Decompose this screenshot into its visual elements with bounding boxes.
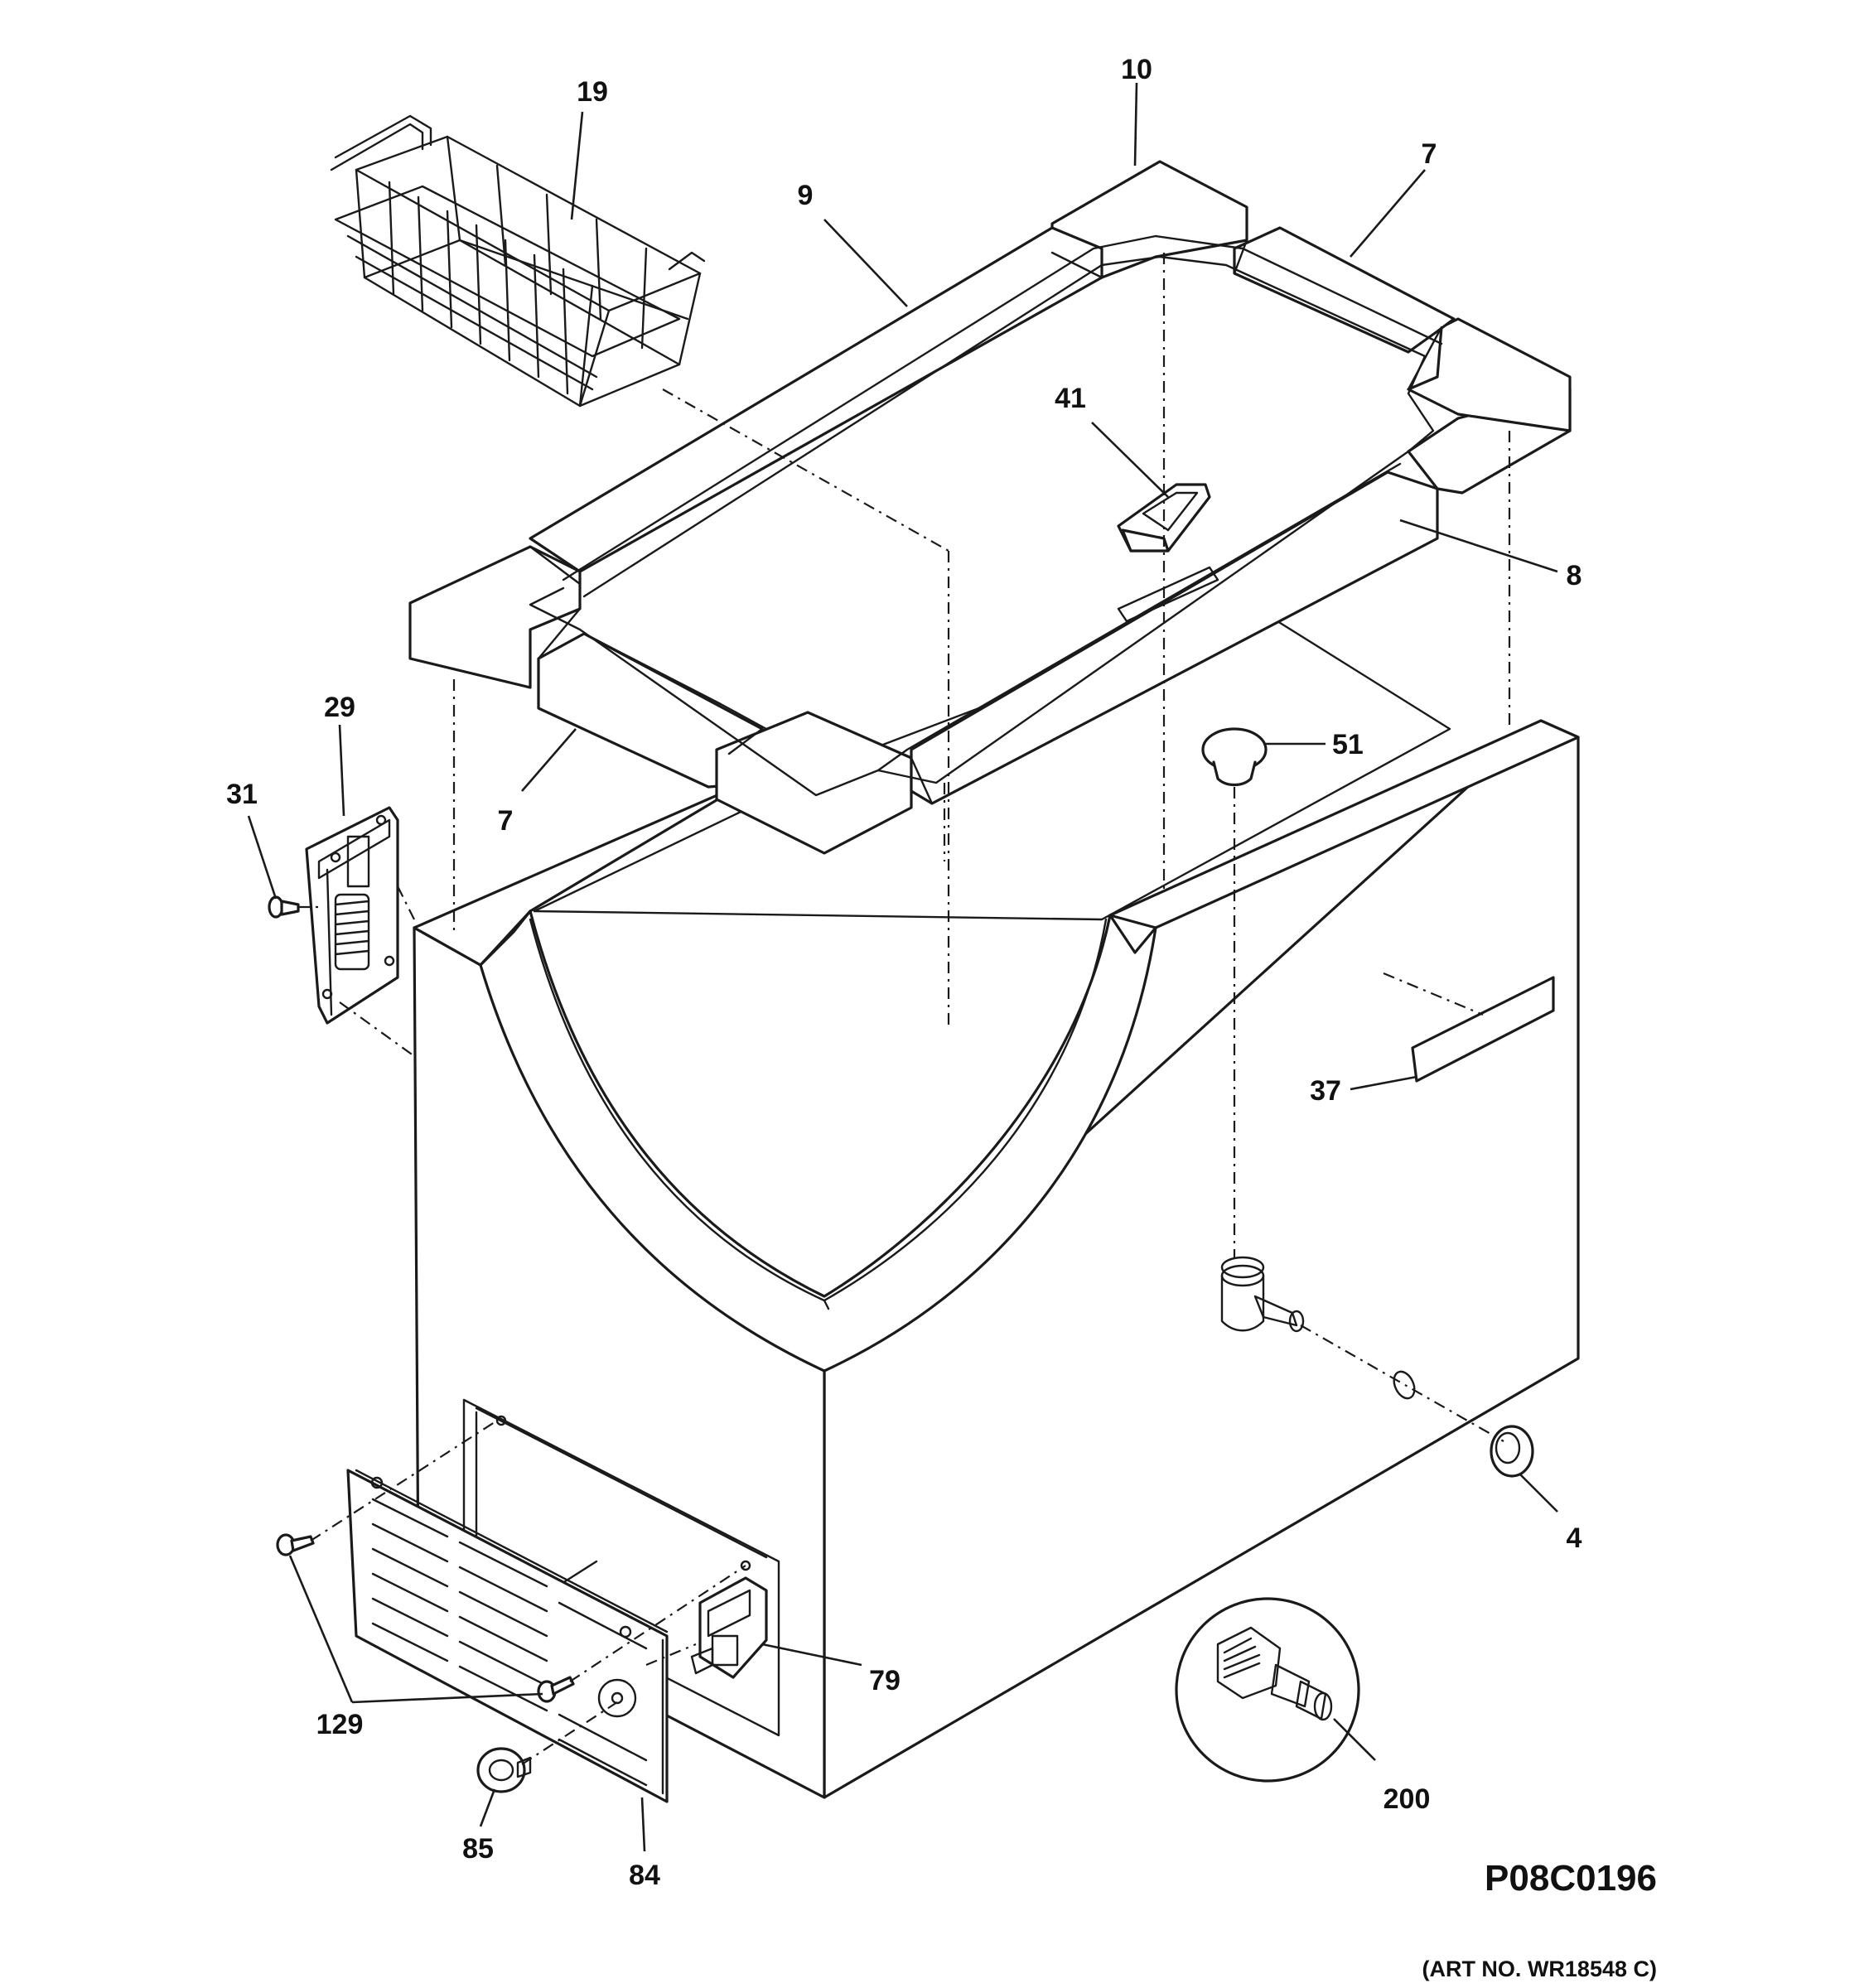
screw-31 [268,895,300,919]
callout-7-bottom: 7 [498,805,514,837]
callout-41: 41 [1055,383,1086,414]
wire-basket-19 [330,114,706,408]
drain-tube [1220,1256,1305,1333]
callout-19: 19 [577,76,608,108]
callout-85: 85 [462,1833,494,1865]
drain-cap-4 [1490,1425,1534,1478]
assembly-guide-lines [298,253,1511,1765]
thermostat-79 [690,1576,768,1679]
knob-85 [476,1747,532,1793]
label-37 [1411,976,1555,1083]
callout-79: 79 [869,1665,901,1696]
callout-29: 29 [324,692,355,723]
callout-51: 51 [1332,729,1364,760]
drain-plug-51 [1201,727,1268,787]
callout-7-top: 7 [1422,138,1437,170]
grille-84 [346,1469,669,1803]
hinge-29 [305,806,399,1025]
art-number: (ART NO. WR18548 C) [1422,1957,1657,1981]
art-code: P08C0196 [1485,1858,1657,1899]
screws-129 [276,1533,575,1703]
callout-numbers: 19 10 7 9 41 8 29 31 51 7 37 4 79 129 20… [226,54,1582,1891]
callout-10: 10 [1121,54,1152,85]
callout-84: 84 [629,1860,660,1891]
callout-9: 9 [798,180,814,211]
lid-gasket [408,160,1572,855]
callout-4: 4 [1567,1522,1582,1554]
callout-8: 8 [1567,560,1582,591]
callout-129: 129 [316,1709,364,1740]
callout-200: 200 [1384,1783,1431,1815]
callout-37: 37 [1310,1075,1341,1107]
drain-fitting-inset-200 [1175,1597,1360,1783]
callout-31: 31 [226,779,258,810]
callout-leader-lines [247,82,1558,1852]
freezer-cabinet [413,603,1580,1799]
